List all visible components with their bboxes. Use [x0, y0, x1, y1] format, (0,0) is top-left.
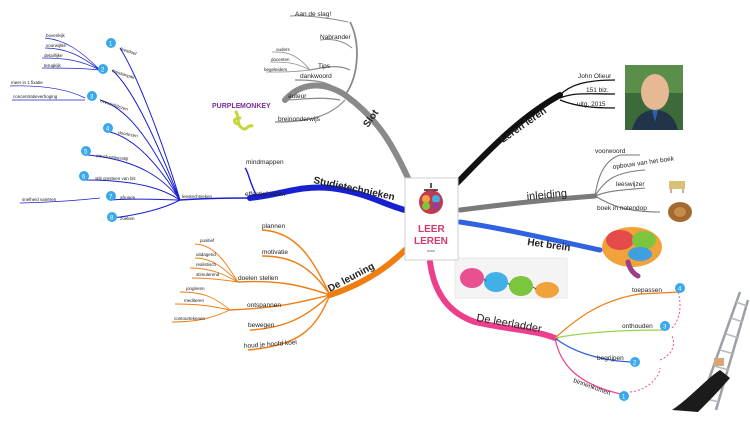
leuning-item: doelen stellen	[238, 275, 278, 282]
branch-leren-leren: Leren leren John Olieur 151 blz. uitg. 2…	[452, 65, 683, 188]
technique-item: afronen	[120, 195, 136, 200]
leuning-item: plannen	[262, 223, 286, 230]
slot-item: Tips	[318, 63, 331, 70]
technique-item: stilt omsteen van blz	[95, 176, 137, 181]
brein-label: Het brein	[527, 237, 571, 254]
slot-item: Nabrander	[320, 34, 352, 41]
leren-label: Leren leren	[498, 106, 548, 146]
studie-item: mindmappen	[246, 159, 284, 166]
overzicht-item: meer in 1 fixatie	[11, 80, 43, 85]
doelen-item: positief	[200, 238, 215, 243]
svg-text:MONKEY: MONKEY	[240, 103, 271, 110]
branch-leuning: De leuning plannen motivatie doelen stel…	[171, 223, 408, 351]
ladder-label: De leerladder	[475, 312, 542, 335]
svg-text:2: 2	[633, 361, 637, 367]
walnut-icon	[668, 202, 692, 222]
aanpak-item: bovenkijk	[46, 33, 66, 38]
branch-studietechnieken: Studietechnieken mindmappen effectief le…	[9, 33, 408, 222]
aanpak-item: terugkijk	[44, 63, 62, 68]
inleiding-item: voorwoord	[595, 148, 626, 155]
book-title-line1: LEER	[418, 224, 445, 235]
svg-text:1: 1	[622, 395, 626, 401]
svg-text:3: 3	[663, 325, 667, 331]
leuning-item: houd je hoofd koel	[244, 339, 298, 350]
slot-item: dankwoord	[300, 73, 332, 80]
svg-text:1: 1	[109, 42, 113, 48]
doelen-item: uitdagend	[196, 252, 216, 257]
doelen-item: realistisch	[196, 262, 217, 267]
inleiding-item: opbouw van het boek	[612, 155, 675, 171]
ladder-item: begrijpen	[597, 355, 624, 362]
technique-item: overzichtlezen	[100, 98, 129, 112]
inleiding-item: leeswijzer	[616, 181, 645, 188]
ontspannen-item: jongleren	[185, 286, 205, 291]
svg-text:3: 3	[90, 95, 94, 101]
tips-item: begeleiders	[264, 67, 288, 72]
ladder-item: binnenkomen	[572, 377, 611, 397]
ladder-image	[672, 291, 750, 412]
inleiding-item: boek in notendop	[597, 205, 647, 212]
overzicht-item: concentratieverhoging	[13, 94, 58, 99]
svg-text:5: 5	[84, 150, 88, 156]
technique-item: structuurleesstijl	[96, 153, 129, 161]
svg-text:2: 2	[101, 68, 105, 74]
svg-text:6: 6	[82, 175, 86, 181]
slot-item: auteur	[288, 93, 307, 100]
aanpak-item: detaillijke	[44, 53, 63, 58]
technique-badge: 3	[87, 91, 97, 101]
tips-item: ouders	[276, 47, 291, 52]
technique-badge: 4	[103, 123, 113, 133]
branch-inleiding: inleiding voorwoord opbouw van het boek …	[457, 148, 692, 222]
technique-badge: 5	[81, 146, 91, 156]
ontspannen-item: contourtekenen	[174, 316, 206, 321]
lees-label: leestechnieken	[182, 194, 213, 199]
ladder-badge: 1	[619, 391, 629, 401]
aanpak-item: voorwijkte	[46, 43, 67, 48]
technique-badge: 2	[98, 64, 108, 74]
leuning-item: bewegen	[248, 322, 275, 329]
doelen-item: stimulerend	[196, 272, 220, 277]
slot-item: Aan de slag!	[295, 11, 331, 18]
svg-text:4: 4	[106, 127, 110, 133]
ladder-badge: 3	[660, 321, 670, 331]
branch-het-brein: Het brein	[457, 219, 662, 279]
monkey-icon	[233, 110, 254, 131]
center-book[interactable]: LEER LEREN	[404, 177, 459, 261]
inleiding-label: inleiding	[526, 188, 567, 203]
slot-item: breinonderwijs	[278, 116, 321, 123]
bench-icon	[669, 181, 685, 193]
leren-item: uitg. 2015	[577, 101, 606, 108]
studie-item: effectief lezen	[245, 191, 285, 198]
leren-item: John Olieur	[578, 73, 612, 80]
ladder-item: onthouden	[622, 323, 653, 330]
svg-text:PURPLE: PURPLE	[212, 103, 241, 110]
leuning-item: motivatie	[262, 249, 288, 256]
brain-image	[602, 227, 662, 279]
technique-item: doorlezen	[118, 130, 139, 138]
svg-text:7: 7	[109, 195, 113, 201]
ladder-badge: 2	[630, 357, 640, 367]
ladder-badge: 4	[675, 283, 685, 293]
afronen-item: snelheid variëren	[22, 197, 57, 202]
book-title-line2: LEREN	[414, 236, 448, 247]
ontspannen-item: mediteren	[184, 298, 205, 303]
purple-monkey-logo: PURPLE MONKEY	[212, 103, 271, 131]
technique-badge: 1	[106, 38, 116, 48]
technique-item: zoeken	[120, 216, 135, 221]
ladder-item: toepassen	[632, 287, 662, 294]
brain-stages-image	[454, 257, 568, 299]
author-photo	[625, 65, 683, 130]
technique-badge: 8	[107, 212, 117, 222]
svg-text:4: 4	[678, 287, 682, 293]
tips-item: docenten	[271, 57, 290, 62]
leuning-item: ontspannen	[247, 302, 281, 309]
technique-badge: 6	[79, 171, 89, 181]
leren-item: 151 blz.	[586, 87, 609, 94]
svg-text:8: 8	[110, 216, 114, 222]
branch-leerladder: De leerladder toepassen onthouden begrij…	[427, 257, 750, 412]
technique-item: leesdoel	[120, 46, 137, 56]
branch-slot: Slot Aan de slag! Nabrander Tips ouders …	[212, 11, 411, 181]
technique-badge: 7	[106, 191, 116, 201]
